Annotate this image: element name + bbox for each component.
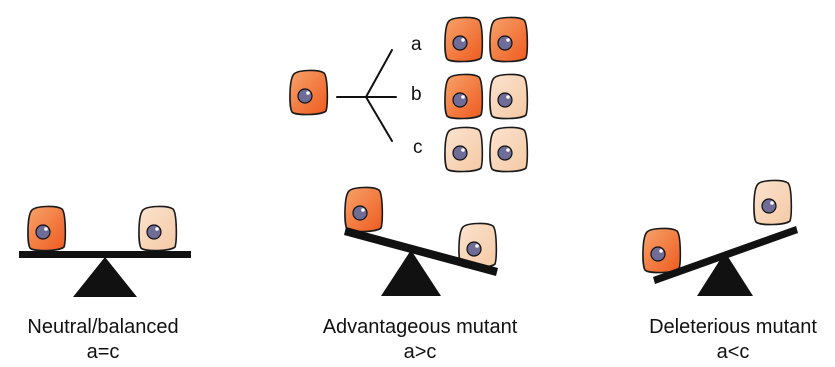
nucleus-icon — [146, 224, 162, 240]
deleterious-title: Deleterious mutant — [649, 316, 817, 338]
nucleus-highlight — [155, 227, 159, 231]
neutral-mutant-cell — [27, 205, 67, 252]
nucleus-highlight — [770, 201, 774, 205]
advantageous-relation: a>c — [404, 341, 437, 363]
outcome-b-cell-1 — [444, 73, 484, 120]
outcome-label-a: a — [411, 34, 422, 55]
nucleus-highlight — [506, 95, 510, 99]
nucleus-highlight — [659, 249, 663, 253]
outcome-c-cell-1 — [444, 126, 484, 173]
nucleus-icon — [35, 224, 51, 240]
advantageous-title: Advantageous mutant — [323, 316, 518, 338]
division-tree: a b c — [289, 16, 529, 173]
nucleus-highlight — [475, 244, 479, 248]
outcome-a-cell-2 — [489, 16, 529, 63]
nucleus-icon — [352, 205, 368, 221]
neutral-relation: a=c — [87, 341, 120, 363]
nucleus-highlight — [461, 38, 465, 42]
outcome-label-c: c — [413, 137, 423, 158]
nucleus-highlight — [506, 148, 510, 152]
nucleus-icon — [452, 92, 468, 108]
scale-neutral: Neutral/balanced a=c — [19, 205, 191, 363]
neutral-title: Neutral/balanced — [27, 316, 178, 338]
outcome-b-cell-2 — [489, 73, 529, 120]
nucleus-highlight — [461, 148, 465, 152]
scale-deleterious: Deleterious mutant a<c — [642, 179, 817, 363]
neutral-fulcrum-icon — [73, 257, 137, 297]
nucleus-highlight — [306, 91, 310, 95]
deleterious-wildtype-cell — [753, 179, 793, 226]
branch-lines — [336, 49, 397, 142]
advantageous-fulcrum-icon — [381, 250, 441, 296]
nucleus-icon — [466, 241, 482, 257]
nucleus-highlight — [361, 208, 365, 212]
neutral-beam — [19, 251, 191, 258]
nucleus-icon — [761, 198, 777, 214]
outcome-a-cell-1 — [444, 16, 484, 63]
nucleus-highlight — [461, 95, 465, 99]
nucleus-icon — [452, 145, 468, 161]
parent-cell — [289, 69, 329, 116]
outcome-label-b: b — [411, 84, 422, 105]
nucleus-icon — [497, 145, 513, 161]
deleterious-fulcrum-icon — [697, 252, 753, 296]
nucleus-icon — [497, 35, 513, 51]
advantageous-wildtype-cell — [458, 222, 498, 269]
advantageous-beam — [344, 227, 498, 276]
nucleus-icon — [650, 246, 666, 262]
outcome-c-cell-2 — [489, 126, 529, 173]
nucleus-icon — [297, 88, 313, 104]
nucleus-icon — [497, 92, 513, 108]
scale-advantageous: Advantageous mutant a>c — [323, 186, 518, 363]
nucleus-icon — [452, 35, 468, 51]
deleterious-relation: a<c — [717, 341, 750, 363]
nucleus-highlight — [506, 38, 510, 42]
neutral-wildtype-cell — [138, 205, 178, 252]
nucleus-highlight — [44, 227, 48, 231]
deleterious-mutant-cell — [642, 227, 682, 274]
advantageous-mutant-cell — [344, 186, 384, 233]
